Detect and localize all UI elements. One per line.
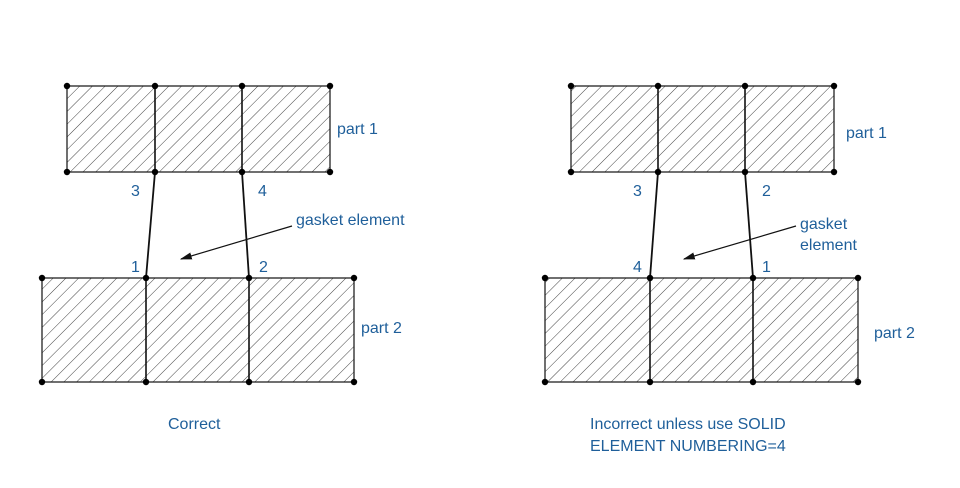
gasket-element [145, 171, 250, 279]
gasket-pointer-arrow [682, 225, 797, 260]
part1-label: part 1 [337, 121, 378, 138]
node-label-bottom-right: 2 [259, 259, 268, 276]
caption-incorrect-line2: ELEMENT NUMBERING=4 [590, 438, 786, 455]
caption-incorrect-line1: Incorrect unless use SOLID [590, 416, 786, 433]
gasket-label-line2: element [800, 237, 857, 254]
mesh-nodes [38, 82, 358, 386]
part1-mesh [66, 85, 331, 173]
node-label-top-right: 4 [258, 183, 267, 200]
part2-mesh [544, 277, 859, 383]
part1-mesh [570, 85, 835, 173]
part1-label: part 1 [846, 125, 887, 142]
gasket-element-label: gasket element [296, 212, 405, 229]
part2-label: part 2 [361, 320, 402, 337]
incorrect-diagram: part 1 part 2 3 2 4 1 gasket element Inc… [541, 82, 915, 455]
node-label-bottom-left: 1 [131, 259, 140, 276]
gasket-element [649, 171, 754, 279]
caption-correct: Correct [168, 416, 221, 433]
node-label-top-left: 3 [131, 183, 140, 200]
correct-diagram: part 1 part 2 3 4 1 2 gasket element Cor… [38, 82, 405, 433]
node-label-top-right: 2 [762, 183, 771, 200]
gasket-label-line1: gasket [800, 216, 848, 233]
node-label-bottom-right: 1 [762, 259, 771, 276]
part2-label: part 2 [874, 325, 915, 342]
node-label-bottom-left: 4 [633, 259, 642, 276]
part2-mesh [41, 277, 355, 383]
mesh-nodes [541, 82, 862, 386]
gasket-pointer-arrow [179, 225, 293, 260]
node-label-top-left: 3 [633, 183, 642, 200]
